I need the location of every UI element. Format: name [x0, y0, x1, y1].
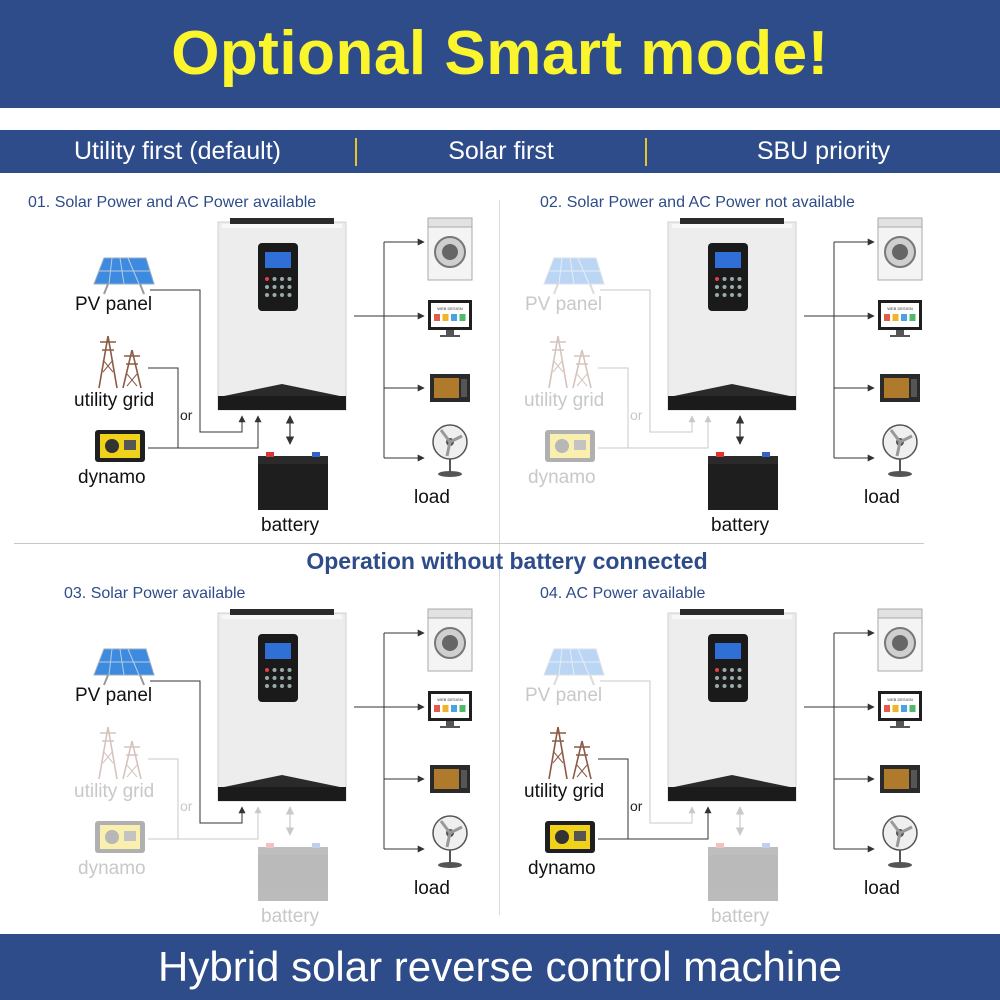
monitor-screen-text: WEB DESIGN	[437, 306, 463, 311]
vertical-divider	[499, 200, 500, 915]
or-label: or	[180, 798, 193, 814]
diagram-title: 04. AC Power available	[540, 585, 706, 602]
pv-panel-label: PV panel	[75, 685, 153, 706]
pv-panel-icon	[93, 257, 155, 295]
monitor-screen-text: WEB DESIGN	[887, 697, 913, 702]
mode-solar-first: Solar first	[448, 137, 554, 165]
washing-machine-icon	[427, 217, 473, 281]
monitor-icon: WEB DESIGN	[878, 691, 922, 728]
monitor-screen-text: WEB DESIGN	[887, 306, 913, 311]
page-title: Optional Smart mode!	[171, 19, 829, 88]
top-banner: Optional Smart mode!	[0, 0, 1000, 108]
battery-label: battery	[261, 515, 320, 536]
diagram-title: 01. Solar Power and AC Power available	[28, 194, 317, 211]
fan-icon	[882, 815, 918, 868]
battery-label: battery	[711, 515, 770, 536]
pv-panel-label: PV panel	[75, 294, 153, 315]
inverter	[667, 218, 797, 411]
pv-panel-label: PV panel	[525, 685, 603, 706]
monitor-icon: WEB DESIGN	[428, 691, 472, 728]
dynamo-label: dynamo	[528, 858, 596, 879]
inverter	[217, 218, 347, 411]
bottom-banner: Hybrid solar reverse control machine	[0, 934, 1000, 1000]
mode-bar: Utility first (default) Solar first SBU …	[0, 130, 1000, 173]
diagram-title: 02. Solar Power and AC Power not availab…	[540, 194, 855, 211]
diagram-title: 03. Solar Power available	[64, 585, 246, 602]
battery-icon	[258, 452, 328, 510]
microwave-icon	[430, 374, 470, 402]
load-label: load	[864, 878, 900, 899]
mode-diagram-2: 02. Solar Power and AC Power not availab…	[450, 0, 950, 540]
or-label: or	[180, 407, 193, 423]
battery-icon	[258, 843, 328, 901]
washing-machine-icon	[877, 608, 923, 672]
product-title: Hybrid solar reverse control machine	[158, 943, 842, 990]
pv-panel-icon	[543, 648, 605, 686]
washing-machine-icon	[427, 608, 473, 672]
load-label: load	[864, 487, 900, 508]
inverter	[217, 609, 347, 802]
microwave-icon	[880, 374, 920, 402]
pv-panel-icon	[543, 257, 605, 295]
diagram-graphics: WEB DESIGN	[543, 608, 923, 901]
load-appliances: WEB DESIGN	[877, 608, 923, 868]
load-appliances: WEB DESIGN	[427, 217, 473, 477]
battery-icon	[708, 843, 778, 901]
or-label: or	[630, 407, 643, 423]
utility-grid-icon	[548, 726, 592, 780]
fan-icon	[432, 815, 468, 868]
utility-grid-label: utility grid	[74, 390, 155, 411]
battery-label: battery	[261, 906, 320, 927]
dynamo-label: dynamo	[78, 467, 146, 488]
monitor-screen-text: WEB DESIGN	[437, 697, 463, 702]
inverter	[667, 609, 797, 802]
diagram-graphics: WEB DESIGN	[543, 217, 923, 510]
microwave-icon	[430, 765, 470, 793]
fan-icon	[432, 424, 468, 477]
load-label: load	[414, 878, 450, 899]
or-label: or	[630, 798, 643, 814]
utility-grid-label: utility grid	[74, 781, 155, 802]
horizontal-divider	[14, 543, 924, 544]
battery-label: battery	[711, 906, 770, 927]
utility-grid-label: utility grid	[524, 781, 605, 802]
load-label: load	[414, 487, 450, 508]
microwave-icon	[880, 765, 920, 793]
diagram-graphics: WEB DESIGN	[93, 217, 473, 510]
washing-machine-icon	[877, 217, 923, 281]
utility-grid-label: utility grid	[524, 390, 605, 411]
generator-icon	[545, 430, 595, 462]
load-appliances: WEB DESIGN	[877, 217, 923, 477]
utility-grid-icon	[98, 726, 142, 780]
dynamo-label: dynamo	[78, 858, 146, 879]
mode-divider	[355, 138, 357, 166]
battery-icon	[708, 452, 778, 510]
section-title-no-battery: Operation without battery connected	[306, 548, 708, 574]
monitor-icon: WEB DESIGN	[878, 300, 922, 337]
utility-grid-icon	[98, 335, 142, 389]
generator-icon	[95, 430, 145, 462]
dynamo-label: dynamo	[528, 467, 596, 488]
generator-icon	[95, 821, 145, 853]
generator-icon	[545, 821, 595, 853]
pv-panel-icon	[93, 648, 155, 686]
diagram-graphics: WEB DESIGN	[93, 608, 473, 901]
load-appliances: WEB DESIGN	[427, 608, 473, 868]
monitor-icon: WEB DESIGN	[428, 300, 472, 337]
mode-divider	[645, 138, 647, 166]
pv-panel-label: PV panel	[525, 294, 603, 315]
fan-icon	[882, 424, 918, 477]
mode-sbu-priority: SBU priority	[756, 137, 891, 165]
utility-grid-icon	[548, 335, 592, 389]
mode-utility-first: Utility first (default)	[74, 137, 281, 165]
